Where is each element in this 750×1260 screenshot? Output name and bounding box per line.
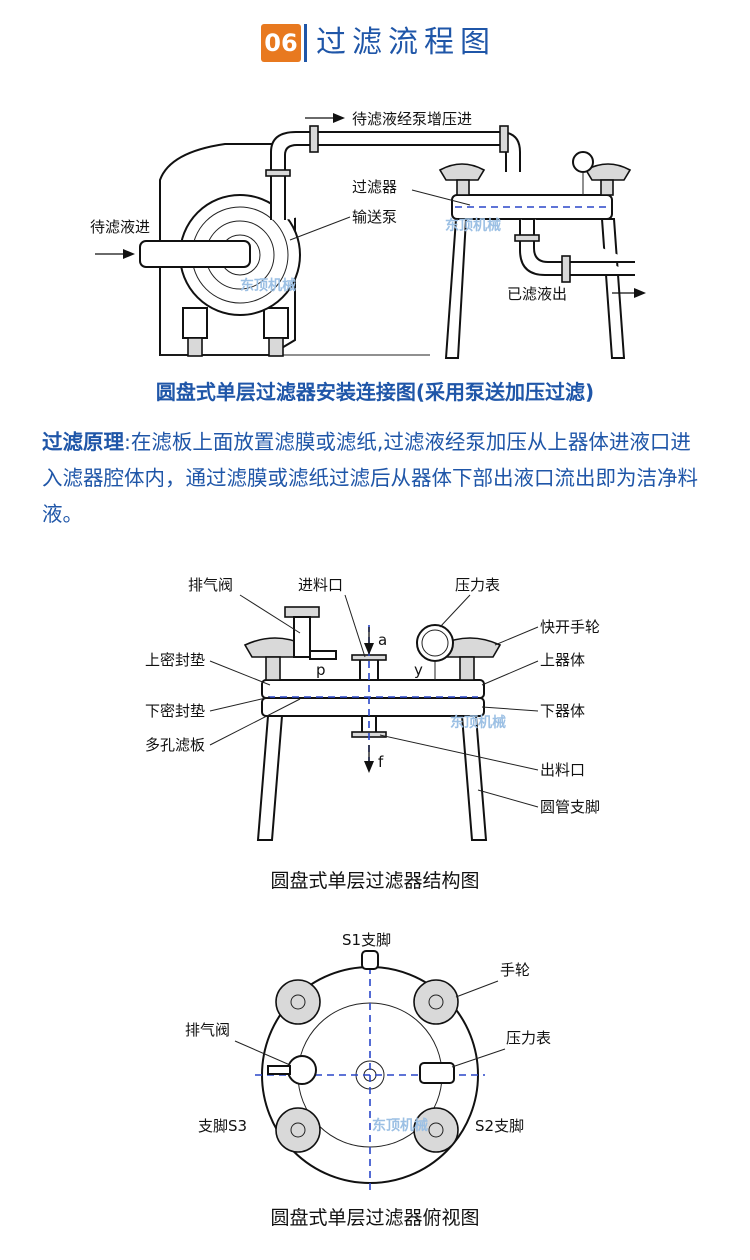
vent-valve-knob (285, 607, 319, 617)
top-view-diagram: S1支脚 手轮 排气阀 压力表 支脚S3 S2支脚 东顶机械 (0, 925, 750, 1195)
watermark-1: 东顶机械 (240, 277, 296, 294)
installation-caption: 圆盘式单层过滤器安装连接图(采用泵送加压过滤) (0, 376, 750, 405)
filter-handwheel-left (440, 164, 484, 180)
watermark-3: 东顶机械 (450, 714, 506, 731)
label-filter: 过滤器 (352, 178, 397, 196)
label-upper-seal: 上密封垫 (145, 651, 205, 669)
structure-caption: 圆盘式单层过滤器结构图 (0, 866, 750, 893)
leg-left (258, 716, 282, 840)
section-header: 06 过滤流程图 (0, 18, 750, 68)
label-outlet: 已滤液出 (507, 285, 567, 303)
pressure-gauge-top (420, 1063, 454, 1083)
header-divider (304, 24, 307, 62)
principle-separator: : (124, 430, 131, 454)
principle-label: 过滤原理 (42, 430, 124, 454)
pump-foot-right (264, 308, 288, 338)
label-s3: 支脚S3 (198, 1117, 247, 1135)
inlet-pipe (140, 241, 250, 267)
top-view-caption: 圆盘式单层过滤器俯视图 (0, 1203, 750, 1230)
watermark-4: 东顶机械 (372, 1117, 428, 1134)
principle-paragraph: 过滤原理:在滤板上面放置滤膜或滤纸,过滤液经泵加压从上器体进液口进入滤器腔体内，… (42, 424, 710, 532)
label-vent-valve: 排气阀 (188, 576, 233, 594)
installation-diagram: 待滤液经泵增压进 待滤液进 过滤器 输送泵 已滤液出 东顶机械 东顶机械 (0, 100, 750, 370)
mark-a: a (378, 631, 387, 649)
label-top-arrow: 待滤液经泵增压进 (352, 110, 472, 128)
label-hand-wheel: 快开手轮 (540, 618, 600, 636)
label-inlet: 待滤液进 (90, 218, 150, 236)
section-number-badge: 06 (261, 24, 301, 62)
principle-text: 在滤板上面放置滤膜或滤纸,过滤液经泵加压从上器体进液口进入滤器腔体内，通过滤膜或… (42, 430, 698, 526)
filter-leg-left (446, 219, 466, 358)
label-hand-wheel-top: 手轮 (500, 961, 530, 979)
label-s1: S1支脚 (342, 931, 391, 949)
filter-leg-right (602, 219, 624, 358)
label-inlet-port: 进料口 (298, 576, 343, 594)
label-vent-valve-top: 排气阀 (185, 1021, 230, 1039)
label-pump: 输送泵 (352, 208, 397, 226)
label-pressure-gauge-top: 压力表 (506, 1029, 551, 1047)
mark-p: p (316, 661, 326, 679)
label-lower-seal: 下密封垫 (145, 702, 205, 720)
label-porous-plate: 多孔滤板 (145, 736, 205, 754)
label-lower-body: 下器体 (540, 702, 585, 720)
upper-body-plate (262, 680, 484, 698)
leg-right (462, 716, 486, 840)
mark-f: f (378, 753, 384, 771)
section-title: 过滤流程图 (316, 21, 496, 65)
hand-wheel-bottom-left (276, 1108, 320, 1152)
watermark-2: 东顶机械 (445, 217, 501, 234)
hand-wheel-top-left (276, 980, 320, 1024)
label-s2: S2支脚 (475, 1117, 524, 1135)
label-tube-leg: 圆管支脚 (540, 798, 600, 816)
label-upper-body: 上器体 (540, 651, 585, 669)
hand-wheel-top-right (414, 980, 458, 1024)
label-outlet-port: 出料口 (540, 761, 585, 779)
pump-foot-left (183, 308, 207, 338)
label-pressure-gauge: 压力表 (455, 576, 500, 594)
lower-body-plate (262, 698, 484, 716)
vent-valve-top (288, 1056, 316, 1084)
structure-diagram: a p y f 排气阀 进料口 压力表 快开手轮 上密封垫 上器体 下密封垫 下… (0, 565, 750, 860)
mark-y: y (414, 661, 423, 679)
filter-pressure-gauge (573, 152, 593, 172)
